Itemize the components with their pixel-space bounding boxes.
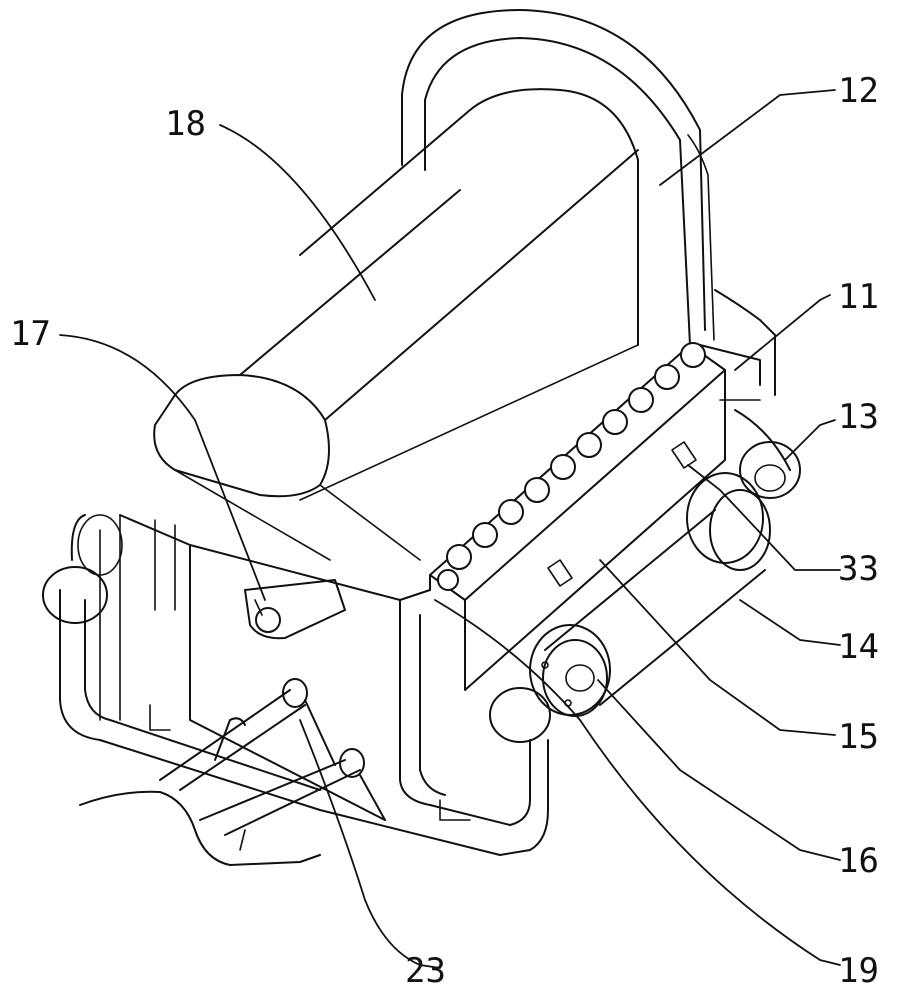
leader-13: [784, 419, 836, 461]
leader-33: [687, 464, 841, 571]
leader-14: [739, 599, 841, 646]
label-14: 14: [838, 627, 879, 667]
label-18: 18: [165, 104, 206, 144]
leader-lines: [59, 89, 841, 969]
leader-23: [299, 719, 441, 969]
leader-16: [597, 679, 841, 861]
leader-11: [734, 294, 831, 371]
left-knob: [42, 514, 123, 624]
rear-frame: [699, 289, 776, 401]
perforated-bar: [429, 342, 726, 691]
label-33: 33: [838, 549, 879, 589]
leader-15: [599, 559, 836, 736]
clamp-bracket: [244, 579, 346, 640]
label-13: 13: [838, 397, 879, 437]
leader-17: [59, 334, 266, 601]
handle-arch: [401, 9, 715, 346]
label-12: 12: [838, 71, 879, 111]
leader-18: [219, 124, 376, 301]
roller: [489, 409, 801, 743]
label-17: 17: [10, 314, 51, 354]
base-plate: [59, 514, 549, 856]
label-23: 23: [405, 951, 446, 991]
label-16: 16: [838, 841, 879, 881]
label-11: 11: [838, 277, 879, 317]
label-19: 19: [838, 951, 879, 991]
label-15: 15: [838, 717, 879, 757]
reference-labels: 12 18 11 17 13 33 14 15 16 19 23: [10, 71, 879, 991]
leader-19: [434, 599, 841, 966]
leader-12: [659, 89, 836, 186]
guide-shafts: [159, 678, 386, 836]
cylinder-body: [153, 88, 639, 561]
cutaway-edge: [79, 790, 321, 866]
